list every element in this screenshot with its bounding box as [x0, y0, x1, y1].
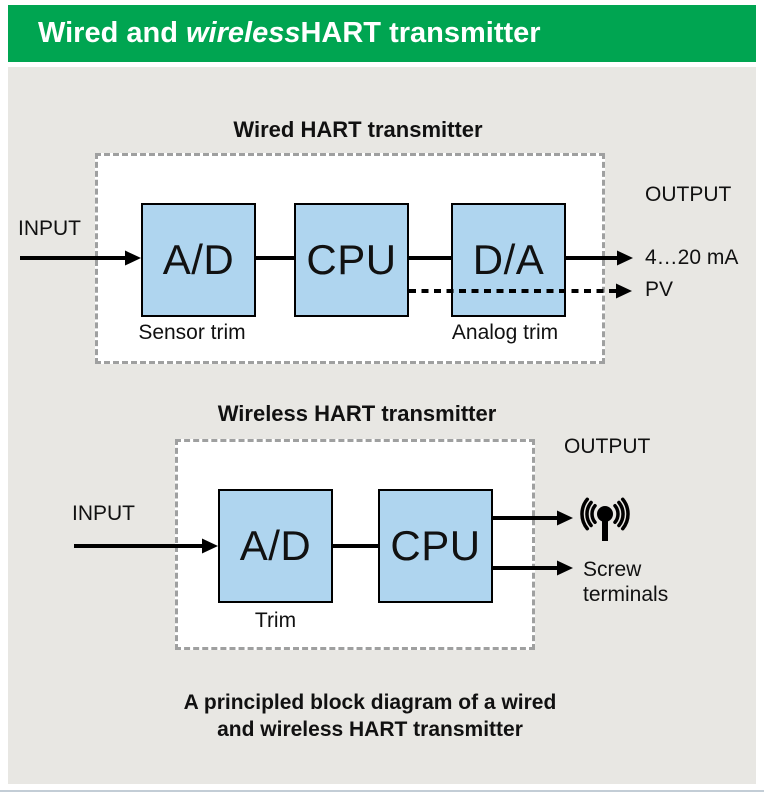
wired-block-ad: A/D: [141, 203, 256, 317]
title-italic: wireless: [185, 17, 301, 49]
trim-label: Trim: [254, 609, 297, 632]
header-bar: Wired and wirelessHART transmitter: [8, 5, 756, 62]
wireless-diagram-title: Wireless HART transmitter: [217, 401, 497, 426]
wireless-output-label: OUTPUT: [564, 435, 651, 458]
caption-line2: and wireless HART transmitter: [217, 718, 523, 741]
wired-output-current-label: 4…20 mA: [645, 246, 739, 269]
wired-block-da: D/A: [451, 203, 566, 317]
bottom-rule: [0, 790, 764, 792]
wireless-input-label: INPUT: [72, 502, 135, 525]
caption: A principled block diagram of a wired an…: [70, 689, 670, 743]
sensor-trim-label: Sensor trim: [138, 321, 246, 344]
block-label: CPU: [306, 236, 397, 283]
title-suffix: HART transmitter: [300, 17, 541, 49]
analog-trim-label: Analog trim: [451, 321, 559, 344]
block-label: D/A: [472, 236, 545, 283]
block-label: A/D: [239, 522, 312, 569]
block-label: A/D: [162, 236, 235, 283]
wired-output-pv-label: PV: [645, 278, 674, 301]
screw-terminals-label: Screw terminals: [583, 558, 669, 606]
page-title: Wired and wirelessHART transmitter: [38, 17, 541, 50]
wired-output-label: OUTPUT: [645, 183, 732, 206]
wired-block-cpu: CPU: [294, 203, 409, 317]
wired-input-label: INPUT: [18, 217, 81, 240]
wireless-block-ad: A/D: [218, 489, 333, 603]
title-prefix: Wired and: [38, 17, 186, 49]
caption-line1: A principled block diagram of a wired: [183, 691, 557, 714]
wireless-block-cpu: CPU: [378, 489, 493, 603]
wired-diagram-title: Wired HART transmitter: [233, 117, 483, 142]
block-label: CPU: [390, 522, 481, 569]
